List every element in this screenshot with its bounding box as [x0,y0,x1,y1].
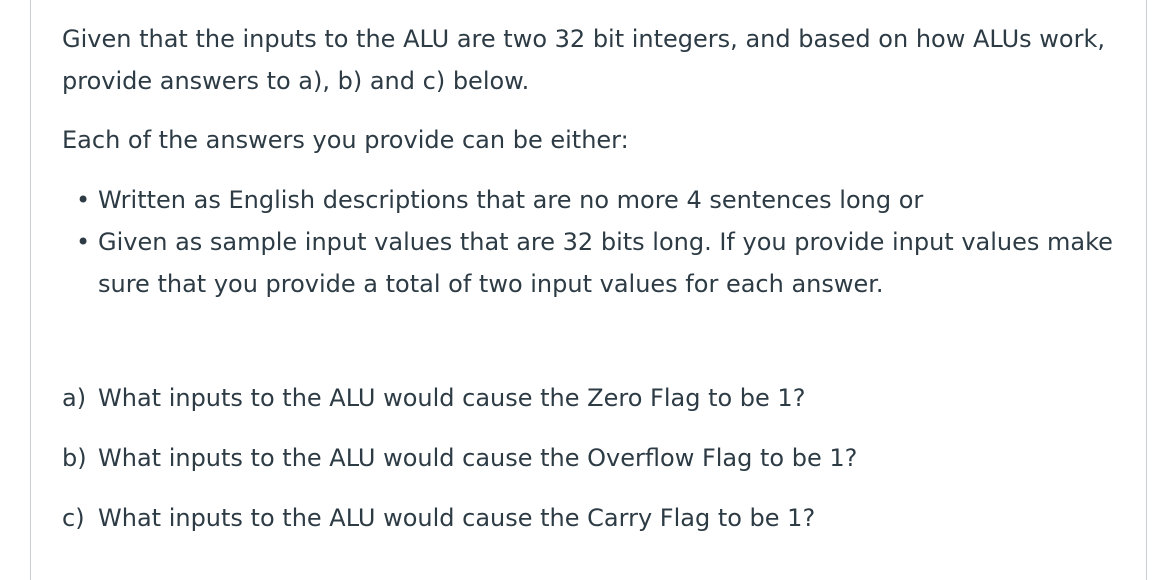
question-text: What inputs to the ALU would cause the Z… [98,384,806,412]
bullet-icon: • [76,228,91,256]
question-body: Given that the inputs to the ALU are two… [62,18,1122,557]
question-list: a) What inputs to the ALU would cause the… [62,377,1122,539]
question-text: What inputs to the ALU would cause the C… [98,504,816,532]
list-item: • Written as English descriptions that a… [62,179,1122,221]
question-letter: c) [62,504,85,532]
list-item: • Given as sample input values that are … [62,221,1122,305]
question-text: What inputs to the ALU would cause the O… [98,444,858,472]
bullet-icon: • [76,186,91,214]
question-b: b) What inputs to the ALU would cause the… [62,437,1122,479]
list-item-text: Written as English descriptions that are… [98,186,924,214]
answer-format-paragraph: Each of the answers you provide can be e… [62,126,629,154]
answer-format-list: • Written as English descriptions that a… [62,179,1122,305]
content-frame [30,0,1147,580]
list-item-text: Given as sample input values that are 32… [98,228,1113,298]
question-a: a) What inputs to the ALU would cause the… [62,377,1122,419]
question-letter: a) [62,384,87,412]
question-c: c) What inputs to the ALU would cause the… [62,497,1122,539]
question-letter: b) [62,444,87,472]
intro-paragraph: Given that the inputs to the ALU are two… [62,25,1105,95]
